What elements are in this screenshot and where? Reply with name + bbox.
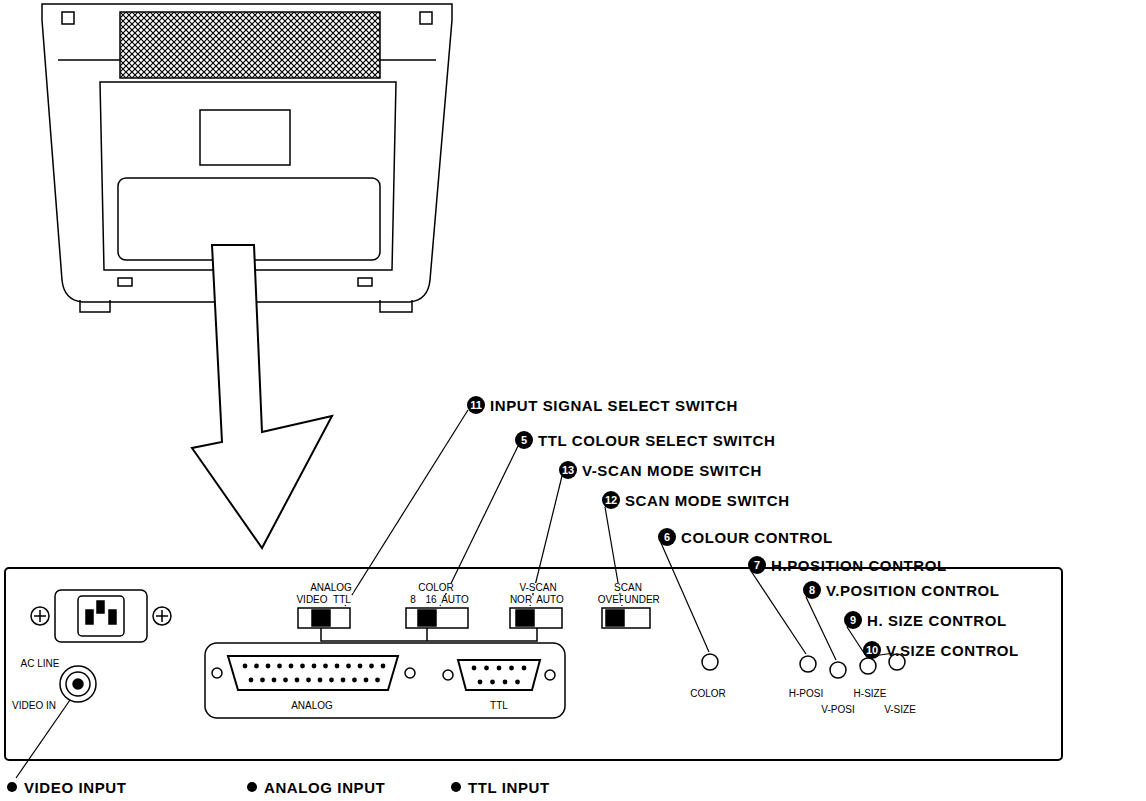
callout-label: COLOUR CONTROL: [681, 530, 833, 545]
connector-pin: [341, 678, 346, 683]
input-label: ANALOG INPUT: [264, 780, 385, 795]
socket-label: AC LINE: [20, 659, 61, 669]
knob-label: V-POSI: [820, 705, 855, 715]
connector-pin: [515, 680, 520, 685]
connector-pin: [312, 664, 317, 669]
switch-position: AUTO: [535, 595, 565, 605]
switch-label: ANALOG: [309, 583, 353, 593]
connector-pin: [272, 678, 277, 683]
callout-label: SCAN MODE SWITCH: [625, 493, 790, 508]
callout-number: 9: [844, 611, 862, 629]
callout-label: V-SCAN MODE SWITCH: [582, 463, 762, 478]
knob-label: H-POSI: [788, 689, 824, 699]
connector-pin: [323, 664, 328, 669]
connector-label: ANALOG: [290, 701, 334, 711]
connector-pin: [318, 678, 323, 683]
connector-pin: [243, 664, 248, 669]
switch-label: SCAN: [613, 583, 643, 593]
connector-label: TTL: [489, 701, 509, 711]
connector-pin: [277, 664, 282, 669]
connector-pin: [509, 666, 514, 671]
callout-number: 11: [467, 396, 485, 414]
callout-label: H. SIZE CONTROL: [867, 613, 1007, 628]
connector-pin: [329, 678, 334, 683]
callout-number: 10: [863, 641, 881, 659]
connector-pin: [364, 678, 369, 683]
connector-pin: [266, 664, 271, 669]
callout-number: 5: [515, 431, 533, 449]
switch-label: COLOR: [417, 583, 455, 593]
knob-label: COLOR: [689, 689, 727, 699]
input-label: TTL INPUT: [468, 780, 550, 795]
switch-position: TTL: [332, 595, 352, 605]
connector-pin: [497, 666, 502, 671]
connector-pin: [522, 666, 527, 671]
connector-pin: [254, 664, 259, 669]
callout-label: V.SIZE CONTROL: [886, 643, 1019, 658]
connector-pin: [335, 664, 340, 669]
knob-label: V-SIZE: [883, 705, 917, 715]
connector-pin: [484, 666, 489, 671]
switch-label: V-SCAN: [518, 583, 557, 593]
connector-pin: [283, 678, 288, 683]
connector-pin: [306, 678, 311, 683]
switch-position: AUTO: [440, 595, 470, 605]
connector-pin: [472, 666, 477, 671]
switch-position: VIDEO: [295, 595, 328, 605]
connector-pin: [478, 680, 483, 685]
knob-label: H-SIZE: [853, 689, 888, 699]
connector-pin: [289, 664, 294, 669]
switch-position: 16: [424, 595, 437, 605]
connector-pin: [249, 678, 254, 683]
connector-pin: [300, 664, 305, 669]
input-label: VIDEO INPUT: [24, 780, 126, 795]
connector-pin: [375, 678, 380, 683]
callout-number: 6: [658, 528, 676, 546]
connector-pin: [260, 678, 265, 683]
connector-pin: [381, 664, 386, 669]
switch-position: UNDER: [623, 595, 661, 605]
connector-pin: [503, 680, 508, 685]
callout-label: INPUT SIGNAL SELECT SWITCH: [490, 398, 738, 413]
socket-label: VIDEO IN: [11, 701, 57, 711]
callout-label: V.POSITION CONTROL: [826, 583, 1000, 598]
callout-number: 7: [748, 556, 766, 574]
switch-position: NOR: [509, 595, 533, 605]
callout-number: 8: [803, 581, 821, 599]
connector-pin: [358, 664, 363, 669]
callout-label: TTL COLOUR SELECT SWITCH: [538, 433, 775, 448]
connector-pin: [369, 664, 374, 669]
callout-number: 13: [559, 461, 577, 479]
callout-number: 12: [602, 491, 620, 509]
connector-pin: [352, 678, 357, 683]
switch-position: 8: [409, 595, 417, 605]
callout-label: H.POSITION CONTROL: [771, 558, 947, 573]
connector-pin: [490, 680, 495, 685]
connector-pin: [346, 664, 351, 669]
connector-pin: [295, 678, 300, 683]
